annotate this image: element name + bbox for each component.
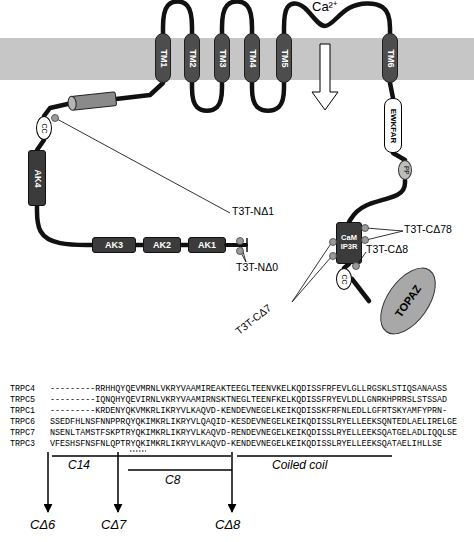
chain-connector xyxy=(252,83,284,111)
sequence-name: TRPC5 xyxy=(10,396,35,404)
dotted-underline xyxy=(130,451,146,452)
chain-connector xyxy=(352,279,369,301)
node-text: TM2 xyxy=(188,49,197,67)
site-dot xyxy=(52,115,59,122)
node-text: PP xyxy=(402,166,409,175)
chain-connector xyxy=(222,1,252,33)
truncation-label: CΔ8 xyxy=(215,518,240,531)
calcium-arrow xyxy=(312,44,338,110)
sequence-cell: ---------RRHHQYQEVMRNLVKRYVAAMIREAKTEEGL… xyxy=(50,385,447,393)
construct-label: T3T-CΔ8 xyxy=(366,244,408,255)
node-text: TOPAZ xyxy=(393,283,423,319)
truncation-arrow xyxy=(117,452,119,512)
node-text: AK4 xyxy=(33,169,42,187)
chain-connector xyxy=(136,243,143,248)
construct-label: T3T-NΔ1 xyxy=(232,206,274,217)
chain-connector xyxy=(163,1,192,33)
transmembrane-helix: TM4 xyxy=(244,33,260,83)
cylinder-body xyxy=(71,92,116,111)
sequence-cell: VFESHSFNSFNLQPTRYQKIMKRLIKRYVLKAQVD-KEND… xyxy=(50,440,442,448)
node-text: EWKFAR xyxy=(389,108,397,143)
transmembrane-helix: TM2 xyxy=(184,33,200,83)
sequence-cell: NSENLTAMSTFSKPTRYQKIMKRLIKRYVLKAQVD-REND… xyxy=(50,429,457,437)
site-dot xyxy=(362,225,369,232)
chain-connector xyxy=(37,140,44,150)
site-dot xyxy=(330,239,337,246)
truncation-arrow xyxy=(47,452,49,512)
leader-line xyxy=(292,242,332,302)
truncation-label: CΔ7 xyxy=(101,518,126,531)
region-underline xyxy=(237,455,392,457)
region-label: Coiled coil xyxy=(272,459,327,471)
binding-domain: CaM IP3R xyxy=(336,222,362,264)
node-text: TM6 xyxy=(386,49,395,67)
site-dot xyxy=(353,263,360,270)
ankyrin-repeat: AK1 xyxy=(188,237,226,253)
region-underline xyxy=(128,469,232,471)
transmembrane-helix: TM3 xyxy=(214,33,230,83)
coiled-coil-domain: CC xyxy=(336,268,352,290)
sequence-cell: ---------KRDENYQKVMKRLIKRYVLKAQVD-KENDEV… xyxy=(50,407,447,415)
transmembrane-helix: TM1 xyxy=(155,33,171,83)
sequence-name: TRPC3 xyxy=(10,440,35,448)
site-dot xyxy=(237,248,244,255)
construct-label: T3T-NΔ0 xyxy=(236,262,278,273)
node-text: AK2 xyxy=(153,241,171,250)
sequence-name: TRPC6 xyxy=(10,418,35,426)
leader-line xyxy=(366,231,403,240)
sequence-cell: SSEDFHLNSFNNPPRQYQKIMKRLIKRYVLQAQID-KESD… xyxy=(50,418,457,426)
truncation-label: CΔ6 xyxy=(30,518,55,531)
ankyrin-repeat: AK4 xyxy=(28,150,46,206)
cylinder-end xyxy=(67,96,76,111)
site-dot xyxy=(362,237,369,244)
ion-label: Ca²⁺ xyxy=(312,0,337,13)
leader-line xyxy=(366,228,403,231)
motif-box: EWKFAR xyxy=(384,98,402,153)
ankyrin-repeat: AK2 xyxy=(143,237,181,253)
chain-connector xyxy=(349,180,405,222)
ankyrin-repeat: AK3 xyxy=(92,237,136,253)
region-label: C8 xyxy=(165,474,180,486)
leader-line xyxy=(292,256,332,302)
chain-connector xyxy=(181,243,188,248)
site-dot xyxy=(330,253,337,260)
region-underline xyxy=(52,455,231,457)
sequence-name: TRPC1 xyxy=(10,407,35,415)
helix-cylinder xyxy=(67,92,116,111)
chain-connector xyxy=(192,83,222,111)
site-dot xyxy=(237,238,244,245)
region-label: C14 xyxy=(68,459,90,471)
construct-label: T3T-CΔ78 xyxy=(404,224,452,235)
leader-line xyxy=(57,119,230,213)
coiled-coil-domain: CC xyxy=(36,116,52,140)
transmembrane-helix: TM5 xyxy=(276,33,292,83)
chain-connector xyxy=(44,83,163,116)
chain-connector xyxy=(393,153,405,160)
chain-connector xyxy=(37,206,92,245)
node-text: CC xyxy=(341,274,348,284)
node-text: TM3 xyxy=(218,49,227,67)
sequence-name: TRPC4 xyxy=(10,385,35,393)
transmembrane-helix: TM6 xyxy=(382,33,398,83)
proline-motif: PP xyxy=(398,160,412,180)
node-text: CaM IP3R xyxy=(337,234,361,251)
node-text: TM5 xyxy=(280,49,289,67)
sequence-name: TRPC7 xyxy=(10,429,35,437)
chain-connector xyxy=(390,83,393,98)
node-text: TM1 xyxy=(159,49,168,67)
node-text: AK3 xyxy=(105,241,123,250)
fusion-tag: TOPAZ xyxy=(369,258,447,344)
sequence-cell: ---------IQNQHYQEVIRNLVKRYVAAMIRNSKTNEGL… xyxy=(50,396,447,404)
truncation-arrow xyxy=(231,452,233,512)
node-text: AK1 xyxy=(198,241,216,250)
node-text: TM4 xyxy=(248,49,257,67)
chain-connector xyxy=(284,3,390,33)
membrane-band xyxy=(0,38,474,80)
terminus-tail xyxy=(226,243,246,247)
construct-label: T3T-CΔ7 xyxy=(234,302,274,336)
node-text: CC xyxy=(41,123,48,133)
terminus-tick xyxy=(246,238,248,252)
